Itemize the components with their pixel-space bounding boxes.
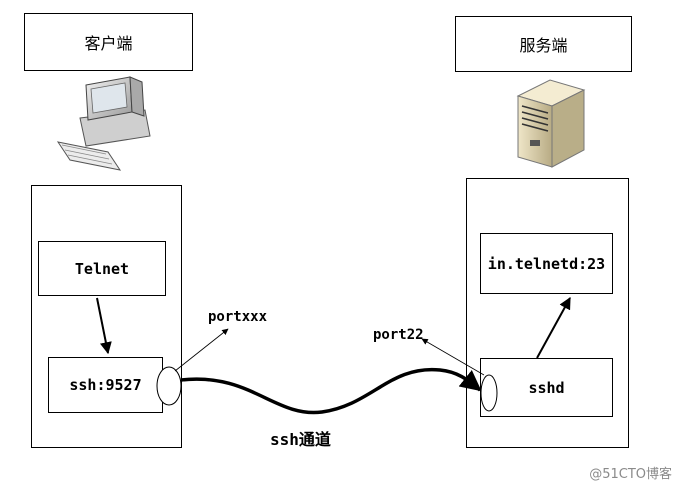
sshd-to-telnetd-arrow xyxy=(536,296,571,359)
telnet-label: Telnet xyxy=(74,259,130,278)
sshd-label: sshd xyxy=(528,378,565,397)
telnet-to-ssh-arrow xyxy=(96,297,112,355)
ssh-client-label: ssh:9527 xyxy=(69,376,142,394)
client-port-ellipse xyxy=(156,366,182,406)
computer-icon xyxy=(56,76,151,171)
telnet-box: Telnet xyxy=(38,241,166,296)
server-port-ellipse xyxy=(480,374,498,412)
server-title: 服务端 xyxy=(519,36,568,55)
watermark: @51CTO博客 xyxy=(589,467,672,482)
ssh-tunnel-curve xyxy=(180,367,482,415)
client-title: 客户端 xyxy=(84,34,133,53)
portxxx-pointer-arrow xyxy=(174,328,229,372)
client-port-label: portxxx xyxy=(208,309,268,325)
port22-pointer-arrow xyxy=(421,338,485,376)
server-title-box: 服务端 xyxy=(455,16,632,72)
telnetd-label: in.telnetd:23 xyxy=(487,254,606,273)
telnetd-box: in.telnetd:23 xyxy=(480,233,613,294)
server-port-label: port22 xyxy=(373,327,424,343)
server-icon xyxy=(516,79,586,168)
ssh-client-box: ssh:9527 xyxy=(48,357,163,413)
ssh-tunnel-label: ssh通道 xyxy=(270,430,331,449)
sshd-box: sshd xyxy=(480,358,613,417)
client-title-box: 客户端 xyxy=(24,13,193,71)
